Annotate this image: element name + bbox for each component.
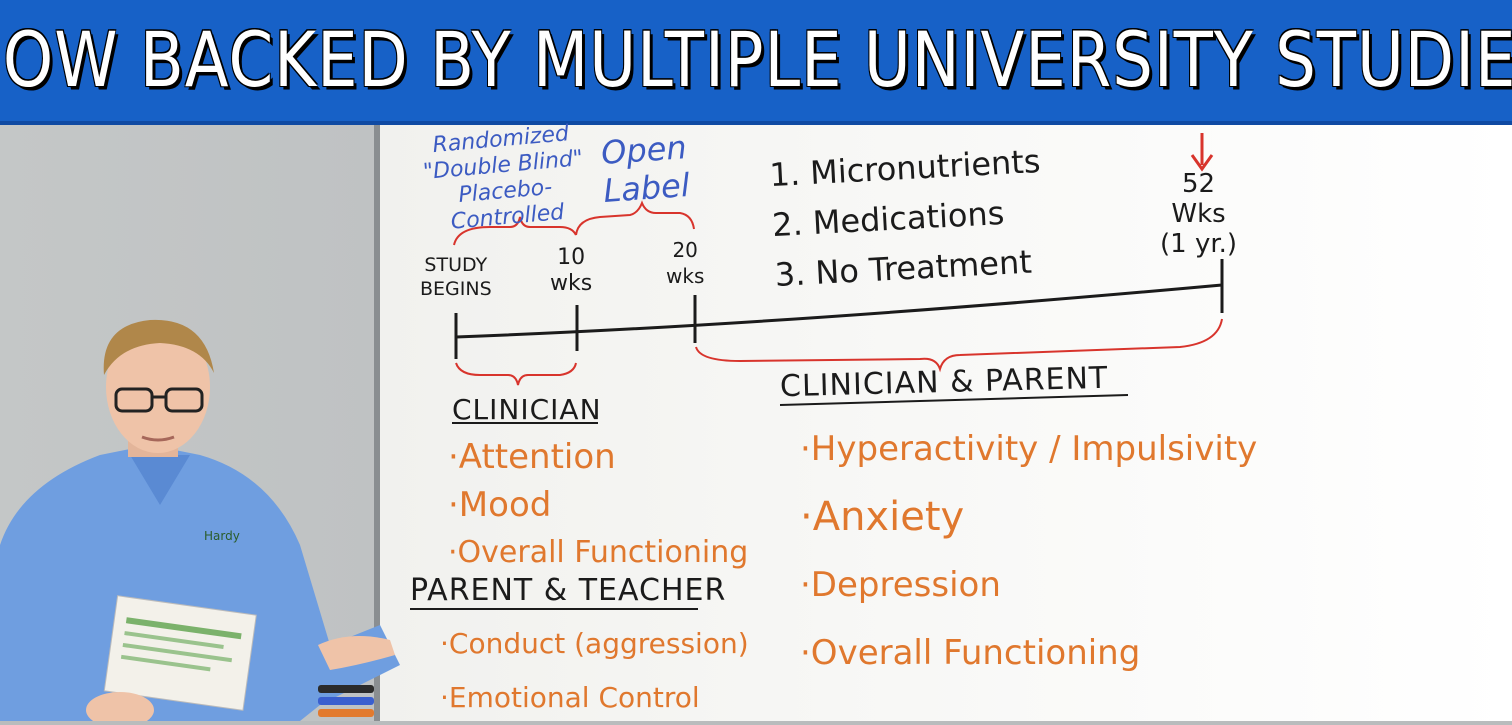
clinician-parent-item-hyperactivity: ·Hyperactivity / Impulsivity: [800, 415, 1257, 483]
mark-52-label: 52 Wks (1 yr.): [1160, 169, 1237, 259]
study-begins-line-2: BEGINS: [420, 277, 492, 301]
clinician-parent-list: ·Hyperactivity / Impulsivity ·Anxiety ·D…: [800, 415, 1257, 687]
whiteboard: Randomized "Double Blind" Placebo- Contr…: [374, 125, 1512, 721]
brace-clinician: [456, 363, 576, 385]
open-label-line-2: Label: [602, 166, 691, 210]
study-begins-line-1: STUDY: [420, 253, 492, 277]
mark-10-line-1: 10: [550, 245, 592, 271]
randomized-label: Randomized "Double Blind" Placebo- Contr…: [420, 120, 589, 238]
banner-title: NOW BACKED BY MULTIPLE UNIVERSITY STUDIE…: [0, 17, 1512, 104]
mark-20-label: 20 wks: [666, 237, 704, 289]
mark-10-line-2: wks: [550, 271, 592, 297]
open-label-line-1: Open: [599, 128, 688, 172]
shirt-logo: Hardy: [204, 529, 240, 543]
title-banner: NOW BACKED BY MULTIPLE UNIVERSITY STUDIE…: [0, 0, 1512, 125]
mark-52-line-2: Wks: [1160, 199, 1237, 229]
parent-teacher-list: ·Conduct (aggression) ·Emotional Control: [440, 617, 749, 725]
clinician-parent-item-overall: ·Overall Functioning: [800, 619, 1257, 687]
clinician-item-attention: ·Attention: [448, 433, 748, 481]
study-begins-label: STUDY BEGINS: [420, 253, 492, 301]
presenter: Hardy: [0, 125, 420, 721]
open-label-label: Open Label: [599, 128, 690, 210]
mark-20-line-1: 20: [666, 237, 704, 263]
brace-clinician-parent: [696, 319, 1222, 369]
parent-teacher-item-conduct: ·Conduct (aggression): [440, 617, 749, 671]
clinician-parent-item-depression: ·Depression: [800, 551, 1257, 619]
parent-teacher-item-emotional: ·Emotional Control: [440, 671, 749, 725]
clinician-list: ·Attention ·Mood ·Overall Functioning: [448, 433, 748, 577]
clinician-item-mood: ·Mood: [448, 481, 748, 529]
marker-tray: [318, 685, 374, 717]
mark-20-line-2: wks: [666, 263, 704, 289]
clinician-item-overall: ·Overall Functioning: [448, 529, 748, 577]
mark-10-label: 10 wks: [550, 245, 592, 297]
clinician-heading: CLINICIAN: [452, 393, 602, 426]
treatment-list: 1. Micronutrients 2. Medications 3. No T…: [768, 136, 1047, 300]
mark-52-line-3: (1 yr.): [1160, 229, 1237, 259]
mark-52-line-1: 52: [1160, 169, 1237, 199]
clinician-parent-item-anxiety: ·Anxiety: [800, 483, 1257, 551]
parent-teacher-heading: PARENT & TEACHER: [410, 573, 726, 608]
